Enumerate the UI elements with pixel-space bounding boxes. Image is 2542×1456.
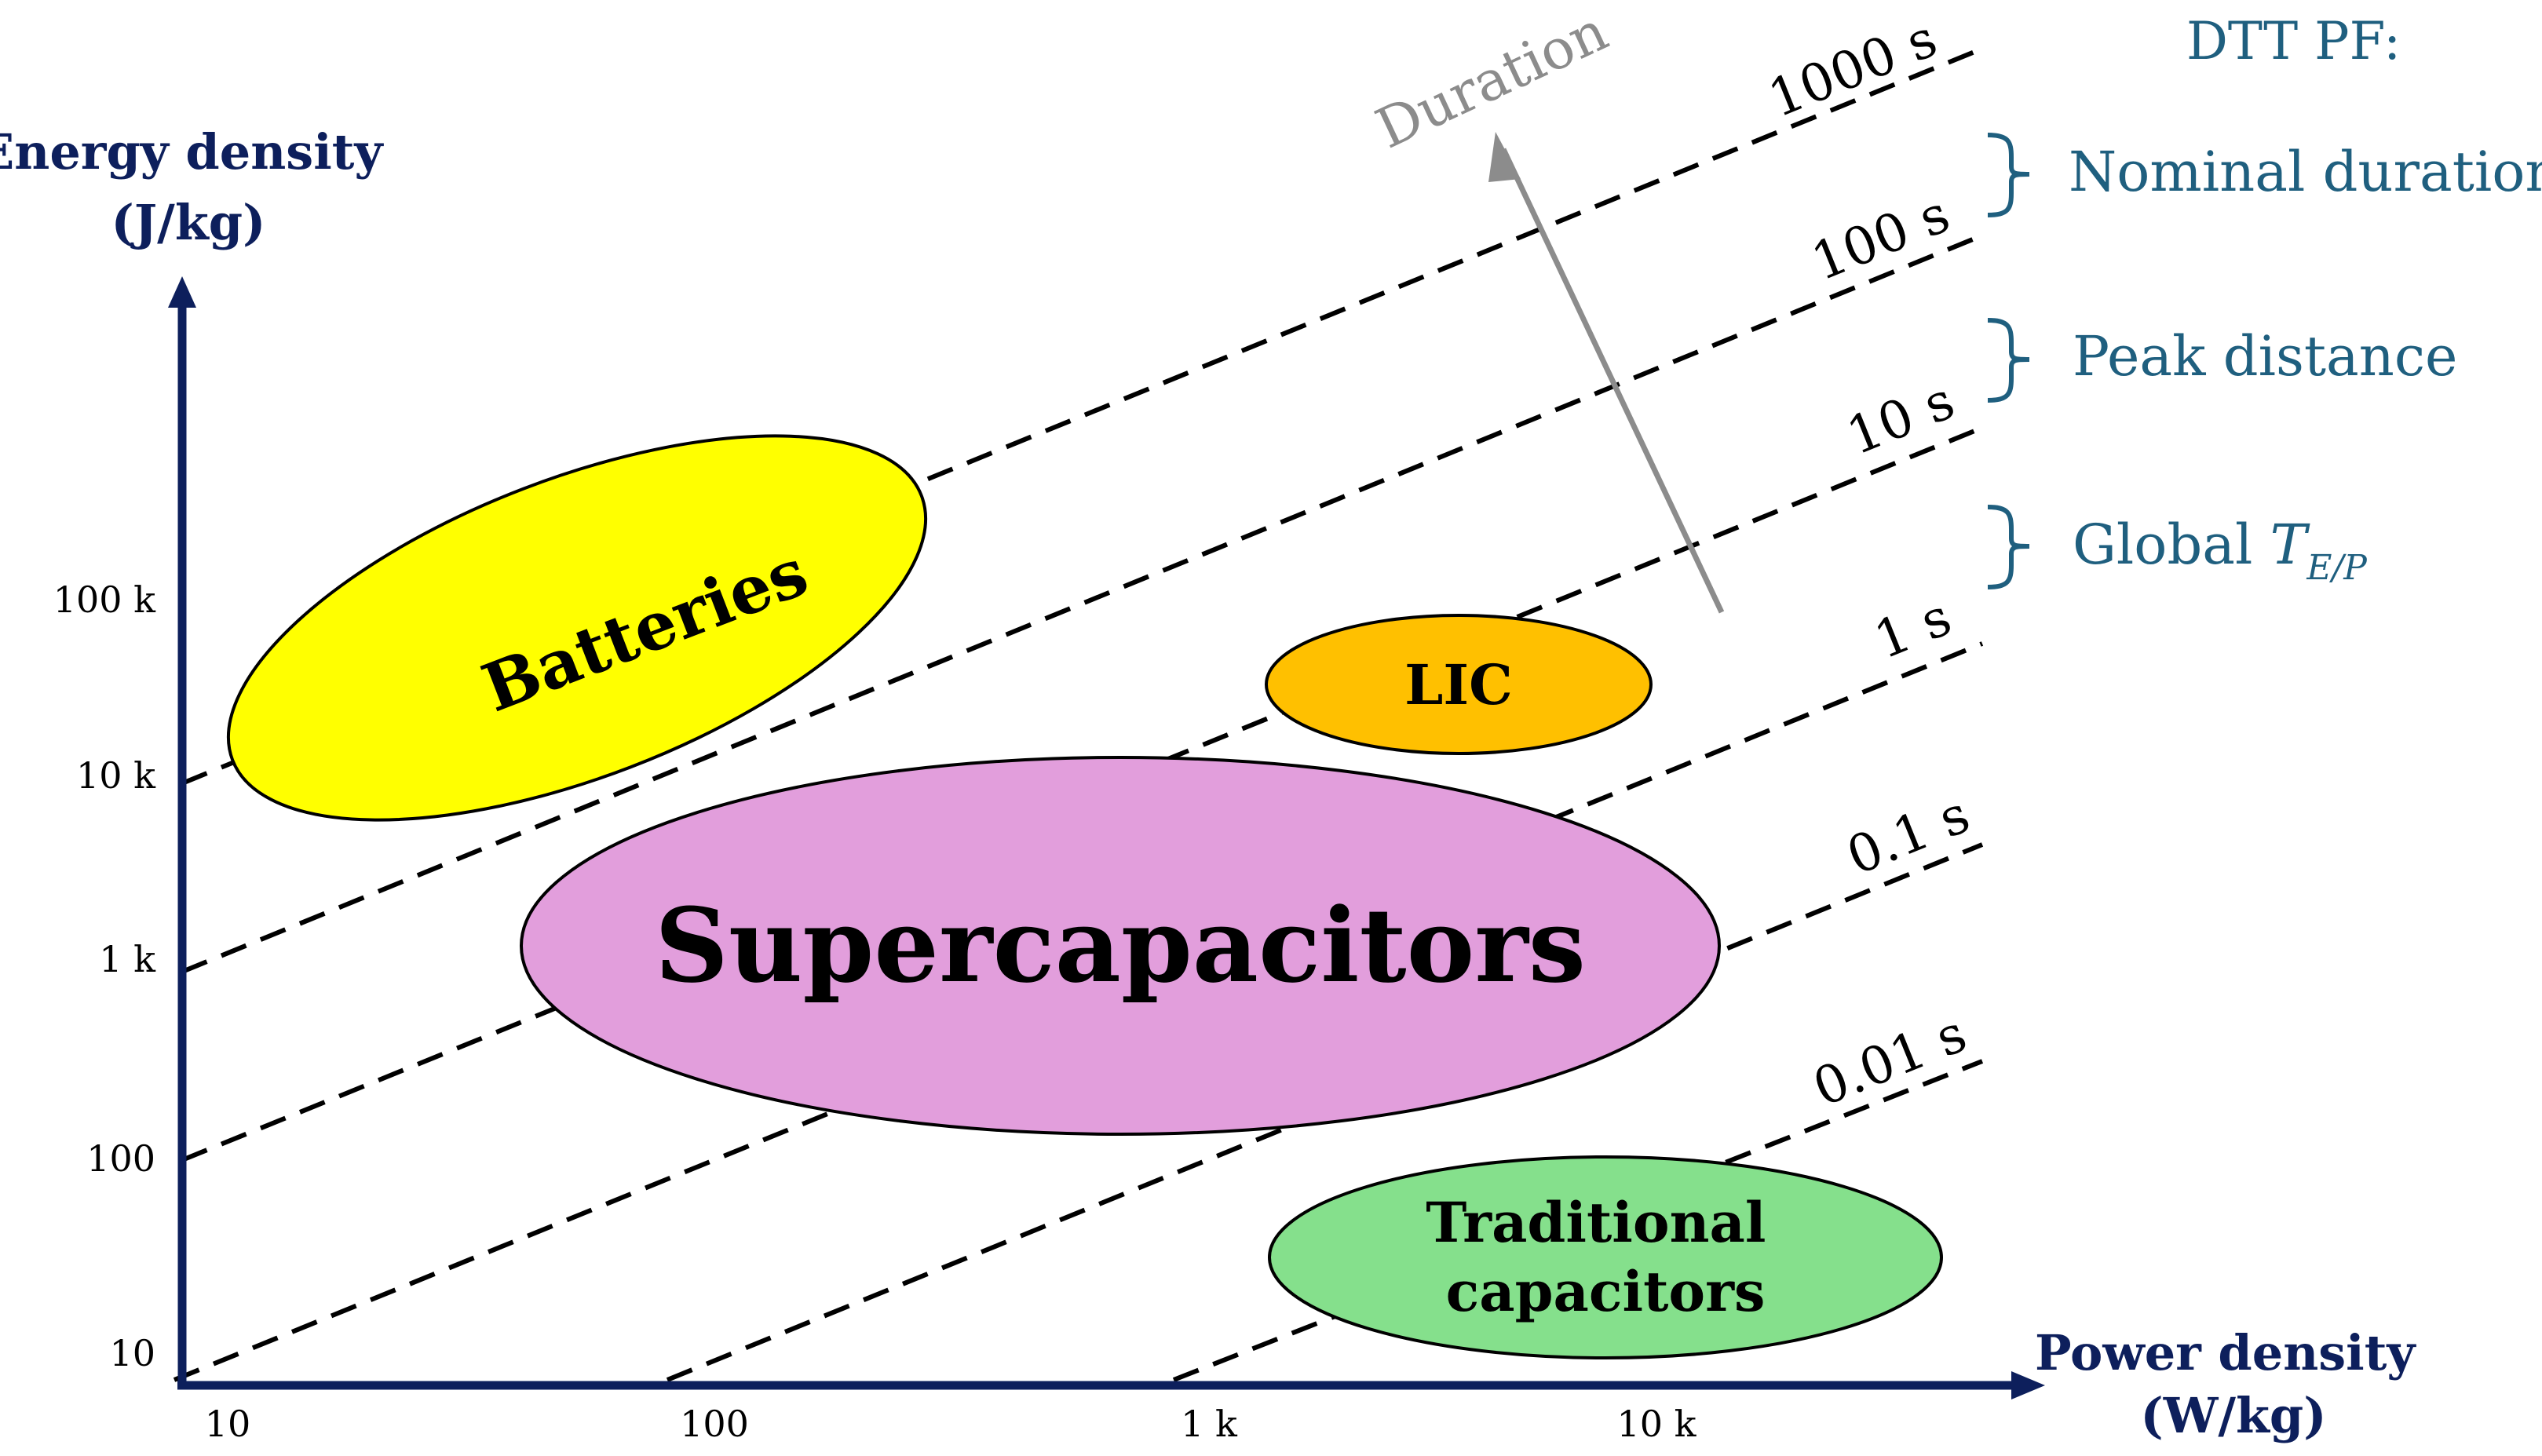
- x-tick-1k: 1 k: [1181, 1403, 1238, 1445]
- x-tick-100: 100: [680, 1403, 749, 1445]
- y-tick-100k: 100 k: [53, 578, 156, 621]
- y-axis-arrowhead: [168, 276, 196, 308]
- lic-label: LIC: [1404, 652, 1513, 717]
- dtt-pf-item-global-symbol: T: [2270, 513, 2310, 577]
- duration-line-0-1s: [666, 842, 1984, 1382]
- axes: [168, 276, 2045, 1399]
- dtt-pf-item-peak-distance: Peak distance: [2073, 324, 2457, 389]
- duration-line-100s: [181, 233, 1984, 974]
- dtt-pf-title: DTT PF:: [2186, 11, 2401, 71]
- duration-label-10s: 10 s: [1839, 370, 1963, 466]
- duration-label-0-1s: 0.1 s: [1839, 784, 1978, 887]
- y-axis-title-line1: Energy density: [0, 123, 384, 181]
- brace-global-te-p: [1987, 505, 2030, 589]
- duration-label-0-01s: 0.01 s: [1805, 1003, 1974, 1118]
- duration-line-10s: [181, 425, 1984, 1162]
- duration-line-1000s: [181, 46, 1984, 786]
- region-lic: LIC: [1265, 614, 1653, 755]
- dtt-pf-legend: DTT PF: Nominal duration Peak distance G…: [1987, 11, 2542, 589]
- x-axis-title-line2: (W/kg): [2140, 1387, 2326, 1444]
- y-axis-title: Energy density (J/kg): [0, 123, 400, 251]
- x-axis-title-line1: Power density: [2035, 1324, 2416, 1381]
- y-tick-100: 100: [86, 1137, 155, 1180]
- supercapacitors-ellipse: [520, 756, 1721, 1136]
- brace-nominal-duration: [1987, 133, 2030, 217]
- batteries-ellipse: [226, 434, 928, 822]
- traditional-capacitors-ellipse: [1268, 1155, 1943, 1359]
- lic-ellipse: [1265, 614, 1653, 755]
- y-tick-10: 10: [109, 1332, 155, 1374]
- x-tick-10k: 10 k: [1616, 1403, 1696, 1445]
- dtt-pf-item-global-text: Global: [2073, 513, 2270, 577]
- dtt-pf-item-global-te-p: Global TE/P: [2073, 513, 2368, 588]
- duration-arrow-shaft: [1500, 148, 1725, 614]
- duration-arrow: Duration: [1367, 0, 1725, 614]
- x-axis-arrowhead: [2011, 1371, 2045, 1399]
- dtt-pf-item-nominal-duration: Nominal duration: [2069, 140, 2542, 204]
- traditional-capacitors-label: Traditional capacitors: [1426, 1190, 1785, 1324]
- duration-arrow-label: Duration: [1367, 0, 1617, 161]
- duration-arrow-head: [1488, 132, 1521, 182]
- traditional-capacitors-label-line1: Traditional: [1426, 1190, 1766, 1255]
- region-traditional-capacitors: Traditional capacitors: [1268, 1155, 1943, 1359]
- traditional-capacitors-label-line2: capacitors: [1446, 1259, 1766, 1324]
- brace-peak-distance: [1987, 318, 2030, 403]
- x-axis-title: Power density (W/kg): [2035, 1324, 2432, 1444]
- region-batteries: Batteries: [226, 434, 928, 822]
- region-supercapacitors: Supercapacitors: [520, 756, 1721, 1136]
- y-tick-10k: 10 k: [76, 754, 156, 797]
- y-tick-1k: 1 k: [99, 938, 156, 980]
- y-axis-title-line2: (J/kg): [111, 194, 266, 251]
- x-tick-10: 10: [205, 1403, 251, 1445]
- supercapacitors-label: Supercapacitors: [655, 885, 1586, 1005]
- dtt-pf-item-global-subscript: E/P: [2306, 548, 2368, 588]
- duration-label-1000s: 1000 s: [1760, 8, 1945, 130]
